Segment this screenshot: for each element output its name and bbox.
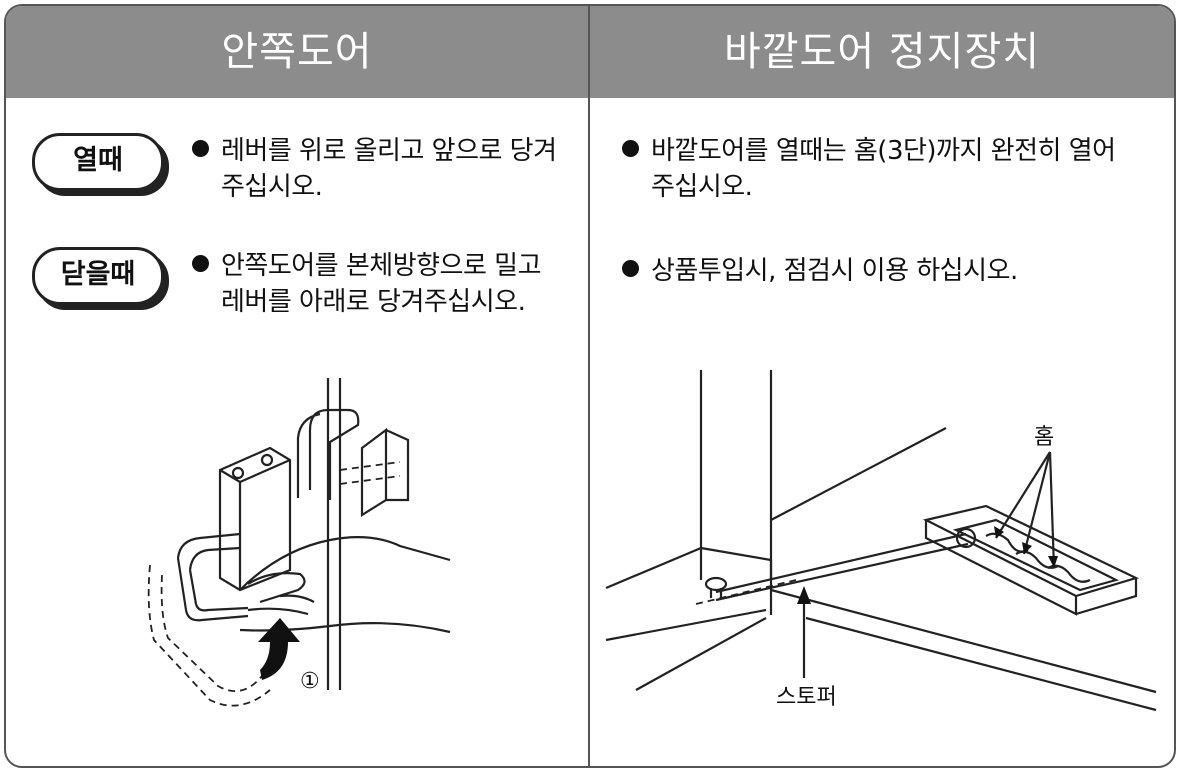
outer-door-stopper-title: 바깥도어 정지장치: [723, 29, 1041, 75]
door-stopper-illustration: 홈 스토퍼: [605, 370, 1157, 712]
usage-instruction: 상품투입시, 점검시 이용 하십시오.: [622, 253, 1162, 289]
open-text-line2: 주십시오.: [221, 172, 323, 202]
groove-label: 홈: [1034, 425, 1054, 450]
stopper-label: 스토퍼: [776, 685, 837, 710]
open-instruction: 레버를 위로 올리고 앞으로 당겨 주십시오.: [192, 133, 582, 205]
instruction-panel: 안쪽도어 바깥도어 정지장치: [4, 4, 1176, 768]
bullet-icon: [622, 260, 639, 277]
open-badge: 열때: [32, 133, 164, 191]
bullet2-text: 상품투입시, 점검시 이용 하십시오.: [651, 256, 1018, 286]
header-bar: 안쪽도어 바깥도어 정지장치: [6, 6, 1174, 98]
bullet1-line1: 바깥도어를 열때는 홈(3단)까지 완전히 열어: [651, 136, 1116, 166]
close-badge: 닫을때: [32, 247, 164, 305]
step-one-label: ①: [300, 669, 320, 694]
bullet-icon: [622, 140, 639, 157]
bullet-icon: [192, 255, 209, 272]
close-text-line1: 안쪽도어를 본체방향으로 밀고: [221, 251, 542, 281]
bullet-icon: [192, 140, 209, 157]
close-instruction: 안쪽도어를 본체방향으로 밀고 레버를 아래로 당겨주십시오.: [192, 248, 582, 320]
close-text-line2: 레버를 아래로 당겨주십시오.: [221, 287, 526, 317]
full-open-instruction: 바깥도어를 열때는 홈(3단)까지 완전히 열어 주십시오.: [622, 133, 1162, 205]
bullet1-line2: 주십시오.: [651, 172, 753, 202]
inner-door-title: 안쪽도어: [221, 29, 373, 75]
column-divider: [588, 6, 590, 766]
inner-door-lever-illustration: ①: [147, 378, 451, 707]
open-text-line1: 레버를 위로 올리고 앞으로 당겨: [221, 136, 557, 166]
